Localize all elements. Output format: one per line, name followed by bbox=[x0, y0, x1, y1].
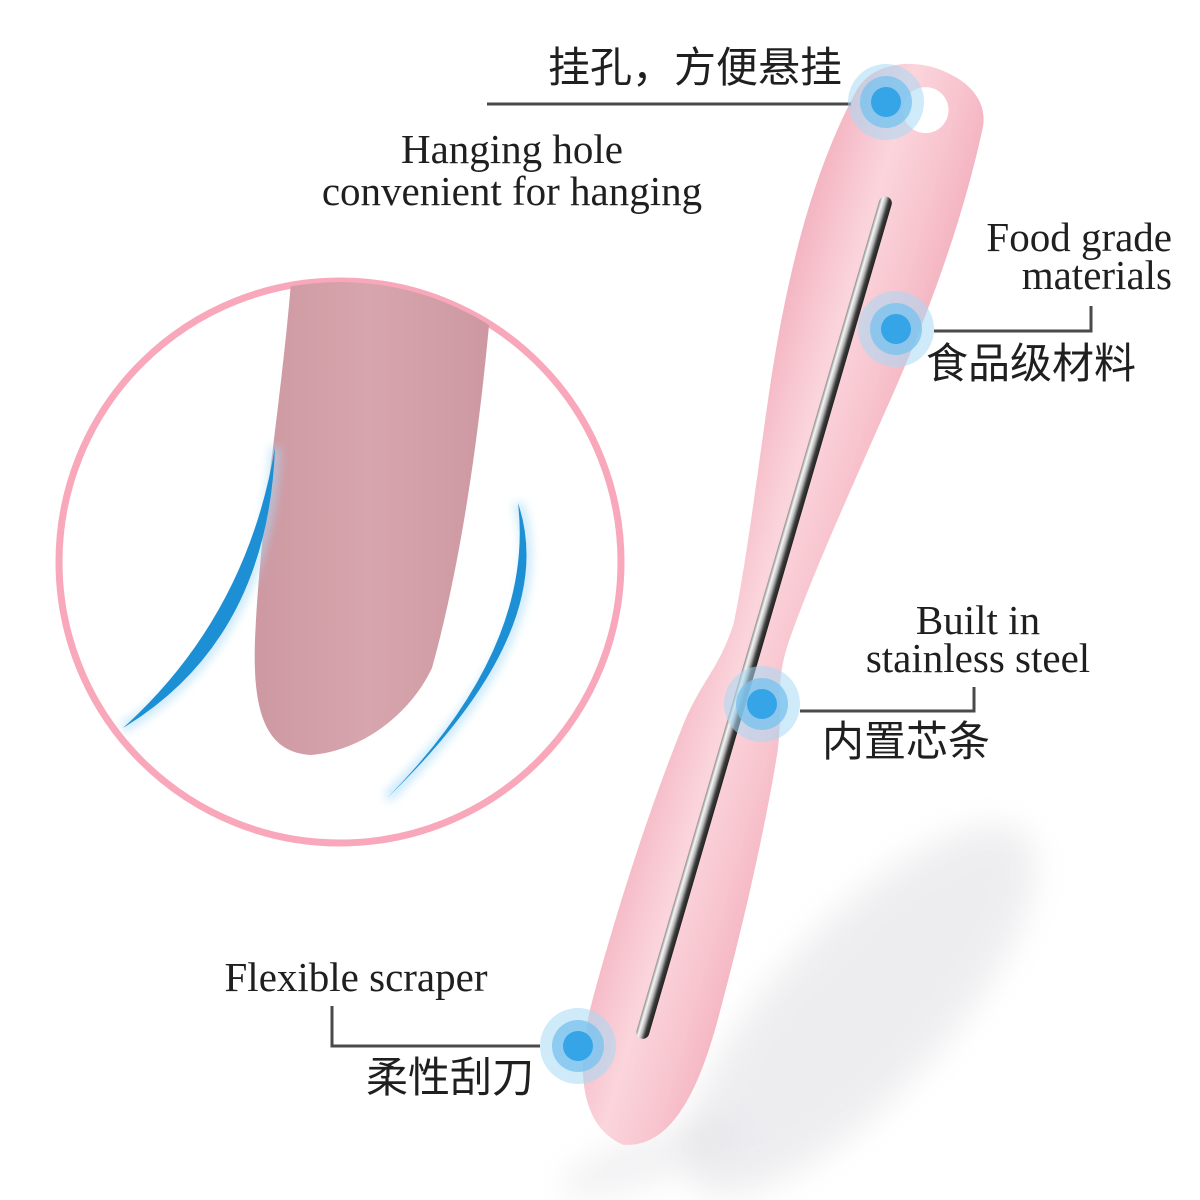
label-stainless-zh: 内置芯条 bbox=[822, 718, 991, 765]
label-food-grade-en-line1: Food grade bbox=[986, 214, 1172, 260]
label-food-grade-en: Food grade materials bbox=[986, 214, 1172, 298]
label-stainless-en: Built in stainless steel bbox=[865, 597, 1091, 681]
label-hanging-zh: 挂孔，方便悬挂 bbox=[547, 44, 843, 91]
leader-lines bbox=[330, 102, 1093, 1048]
label-food-grade-en-line2: materials bbox=[1021, 252, 1172, 298]
label-hanging-en-line1: Hanging hole bbox=[400, 126, 624, 172]
steel-strip bbox=[636, 196, 892, 1039]
motion-line-left bbox=[123, 447, 275, 728]
feature-dot-hanging bbox=[848, 64, 924, 140]
label-food-grade-zh: 食品级材料 bbox=[926, 340, 1137, 387]
feature-dot-stainless bbox=[724, 666, 800, 742]
feature-dot-food-grade bbox=[858, 291, 934, 367]
label-scraper-zh: 柔性刮刀 bbox=[366, 1054, 535, 1101]
label-stainless-en-line1: Built in bbox=[915, 597, 1041, 643]
label-hanging-en-line2: convenient for hanging bbox=[321, 168, 703, 214]
leader-line-scraper bbox=[330, 1006, 540, 1048]
inset-blade-closeup bbox=[254, 282, 494, 755]
label-hanging-en: Hanging hole convenient for hanging bbox=[322, 128, 702, 212]
leader-line-food-grade bbox=[934, 306, 1093, 333]
leader-line-stainless bbox=[800, 687, 976, 713]
label-scraper-en: Flexible scraper bbox=[224, 954, 488, 1000]
motion-line-right bbox=[387, 503, 527, 798]
magnifier-inset bbox=[55, 277, 625, 847]
feature-dot-scraper bbox=[540, 1008, 616, 1084]
product-shadow bbox=[560, 825, 1036, 1198]
label-stainless-en-line2: stainless steel bbox=[865, 635, 1091, 681]
